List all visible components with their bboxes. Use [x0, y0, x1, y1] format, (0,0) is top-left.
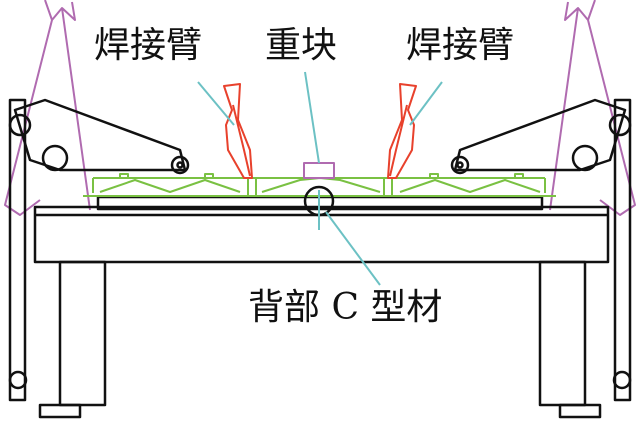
welding-arm-right — [387, 83, 417, 179]
leader-lines — [197, 71, 443, 286]
linkage-left — [4, 0, 91, 216]
label-weight-block: 重块 — [265, 25, 338, 66]
clamp-arm-right — [450, 98, 632, 175]
label-back-c-profile: 背部 C 型材 — [248, 287, 443, 328]
linkage-right — [549, 0, 636, 216]
label-welding-arm-right: 焊接臂 — [406, 25, 515, 66]
table-frame — [8, 98, 632, 419]
label-welding-arm-left: 焊接臂 — [94, 25, 203, 66]
welding-arm-left — [223, 83, 253, 179]
clamp-arm-left — [8, 98, 190, 175]
weight-block — [303, 162, 335, 179]
